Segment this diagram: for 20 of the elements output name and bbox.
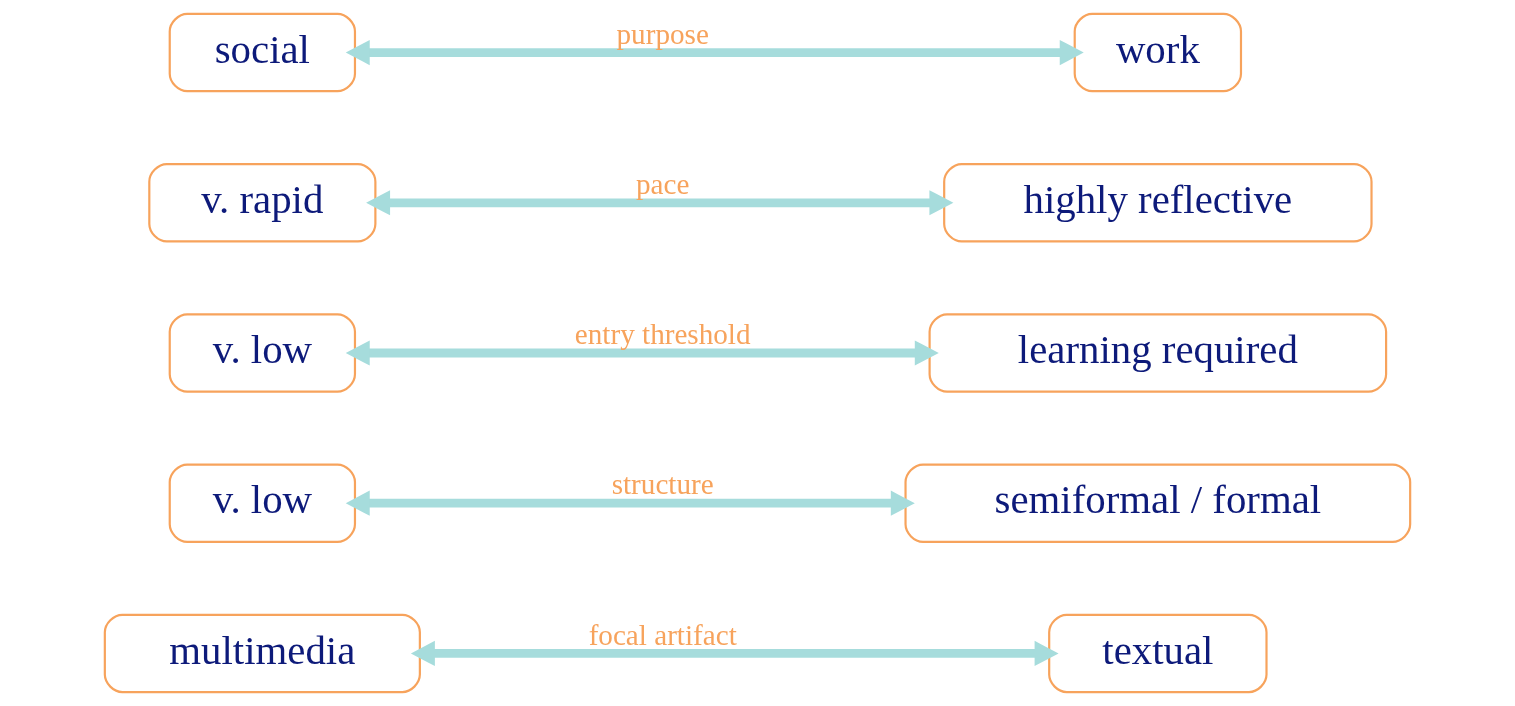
node-box: v. low xyxy=(168,313,357,393)
edge-label: structure xyxy=(611,468,714,501)
arrow xyxy=(345,490,915,516)
edge-label: focal artifact xyxy=(588,618,737,651)
arrow xyxy=(366,190,954,216)
node-box: v. low xyxy=(168,463,357,543)
node-box: semiformal / formal xyxy=(904,463,1412,543)
arrow xyxy=(345,340,939,366)
edge-label: purpose xyxy=(616,17,709,50)
node-box: multimedia xyxy=(103,613,421,694)
arrow xyxy=(410,640,1059,667)
node-box: highly reflective xyxy=(943,163,1373,243)
node-box: work xyxy=(1073,12,1243,93)
node-box: textual xyxy=(1048,613,1268,694)
arrow xyxy=(345,39,1084,66)
edge-label: pace xyxy=(636,168,690,201)
node-box: social xyxy=(168,12,357,93)
node-box: v. rapid xyxy=(148,163,377,243)
edge-label: entry threshold xyxy=(574,318,751,351)
node-box: learning required xyxy=(928,313,1388,393)
